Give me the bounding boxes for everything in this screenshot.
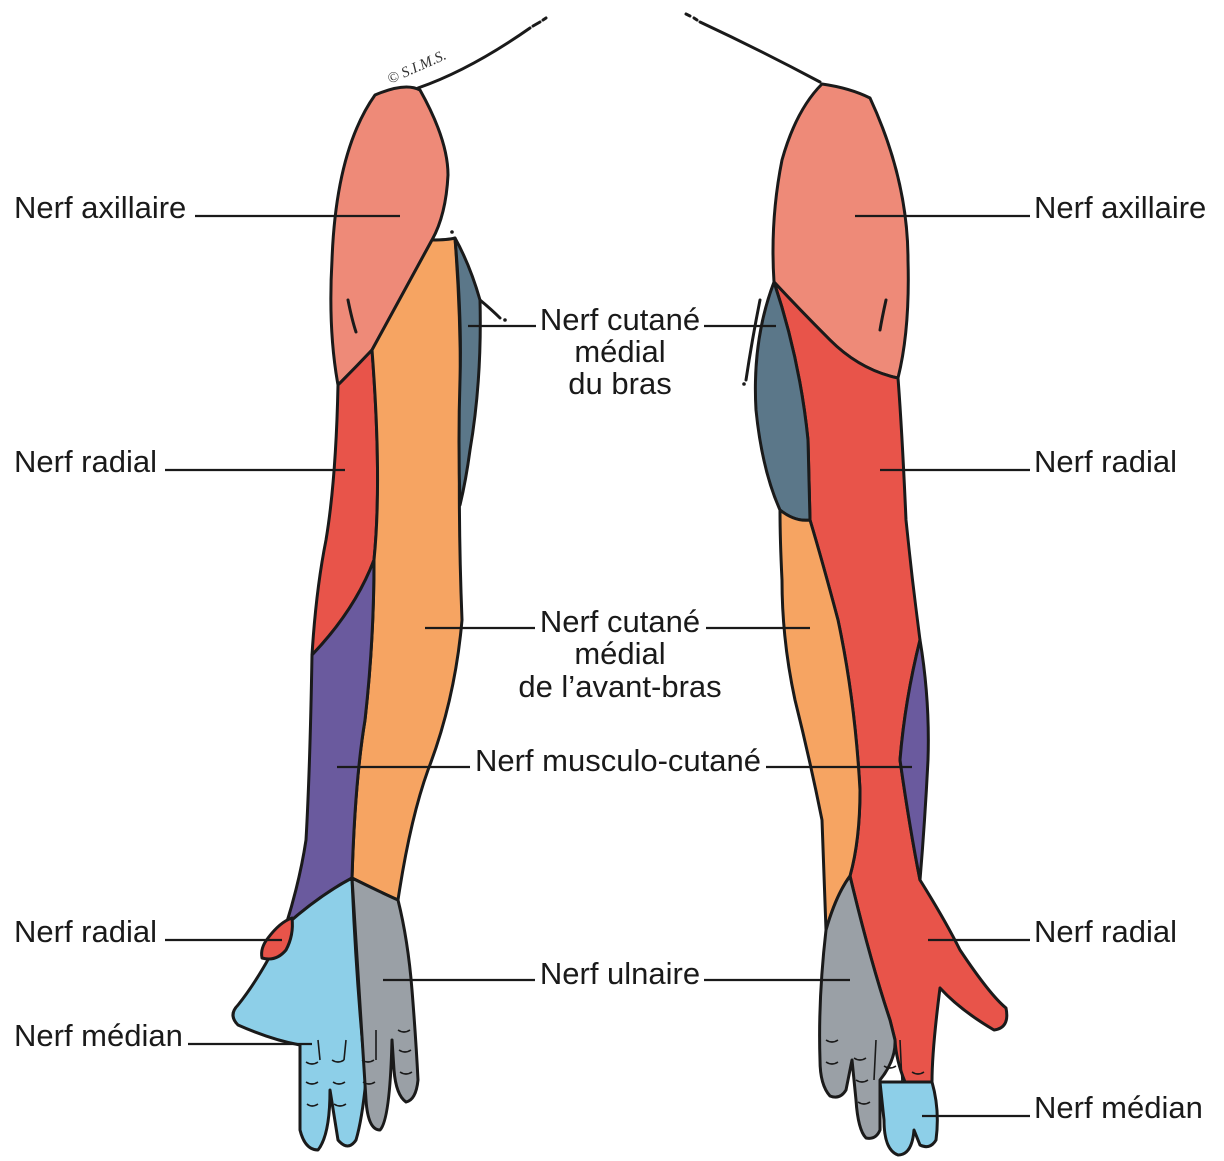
label-mcf-line2: médial <box>574 636 665 671</box>
label-right-median: Nerf médian <box>1034 1090 1203 1125</box>
left-axilla-dot-top <box>450 230 454 234</box>
label-right-axillary: Nerf axillaire <box>1034 190 1206 225</box>
label-mca-line3: du bras <box>568 366 671 401</box>
watermark: © S.I.M.S. <box>385 48 449 88</box>
left-axilla-line <box>480 300 500 318</box>
label-left-median: Nerf médian <box>14 1018 183 1053</box>
left-shoulder-dots <box>533 18 546 26</box>
left-axilla-dot <box>503 318 507 322</box>
left-medial-cutaneous-arm-region <box>455 238 480 505</box>
labels: Nerf axillaire Nerf radial Nerf radial N… <box>14 190 1206 1125</box>
right-arm <box>686 14 1007 1155</box>
left-median-region <box>233 878 366 1150</box>
label-ulnar: Nerf ulnaire <box>540 956 700 991</box>
label-right-radial-hand: Nerf radial <box>1034 914 1177 949</box>
label-left-axillary: Nerf axillaire <box>14 190 186 225</box>
right-axilla-dot <box>742 382 746 386</box>
label-right-radial-arm: Nerf radial <box>1034 444 1177 479</box>
label-mcf-line3: de l’avant-bras <box>518 669 721 704</box>
right-median-region <box>880 1082 937 1155</box>
right-shoulder-dots <box>686 14 697 20</box>
right-shoulder-line <box>700 22 820 82</box>
label-mca-line1: Nerf cutané <box>540 302 700 337</box>
label-mca-line2: médial <box>574 334 665 369</box>
label-mcf-line1: Nerf cutané <box>540 604 700 639</box>
label-left-radial-arm: Nerf radial <box>14 444 157 479</box>
label-musculocutaneous: Nerf musculo-cutané <box>475 743 761 778</box>
label-left-radial-hand: Nerf radial <box>14 914 157 949</box>
